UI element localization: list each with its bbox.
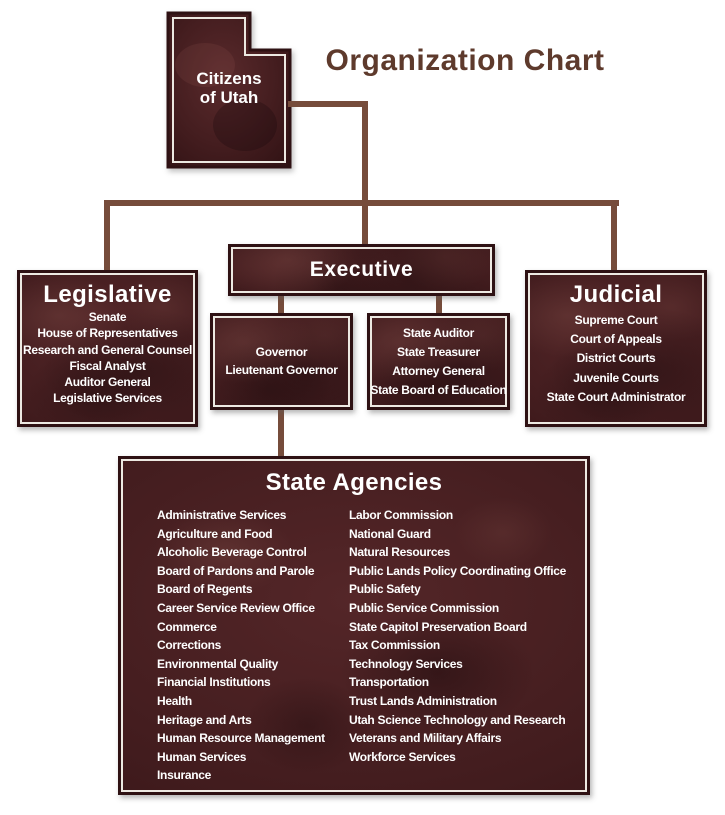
list-item: Human Resource Management bbox=[157, 731, 325, 746]
list-item: Health bbox=[157, 693, 192, 708]
citizens-of-utah-label: Citizens of Utah bbox=[196, 69, 262, 107]
list-item: District Courts bbox=[576, 351, 656, 366]
list-item: Senate bbox=[88, 310, 127, 324]
executive-branch-box: Executive bbox=[228, 244, 495, 296]
list-item: Research and General Counsel bbox=[23, 342, 192, 357]
list-item: Governor bbox=[255, 345, 308, 359]
list-item: Alcoholic Beverage Control bbox=[157, 545, 307, 560]
list-item: Financial Institutions bbox=[157, 675, 271, 690]
list-item: State Treasurer bbox=[397, 344, 480, 359]
list-item: Natural Resources bbox=[349, 545, 450, 560]
list-item: Commerce bbox=[157, 619, 217, 634]
list-item: State Auditor bbox=[403, 325, 474, 340]
utah-state-shape bbox=[166, 11, 292, 169]
list-item: House of Representatives bbox=[37, 326, 178, 341]
connector-center-vertical bbox=[362, 101, 368, 246]
list-item: Attorney General bbox=[392, 363, 485, 378]
list-item: Veterans and Military Affairs bbox=[349, 731, 502, 746]
list-item: Court of Appeals bbox=[570, 332, 662, 347]
list-item: Labor Commission bbox=[349, 508, 453, 522]
list-item: Corrections bbox=[157, 638, 222, 653]
connector-legislative-drop bbox=[104, 200, 110, 271]
connector-utah-stub bbox=[288, 101, 367, 107]
list-item: Juvenile Courts bbox=[573, 370, 659, 385]
list-item: Administrative Services bbox=[157, 508, 287, 522]
page-title: Organization Chart bbox=[325, 44, 605, 77]
list-item: Lieutenant Governor bbox=[225, 362, 338, 377]
list-item: Board of Regents bbox=[157, 582, 253, 597]
list-item: Auditor General bbox=[64, 375, 151, 390]
executive-title: Executive bbox=[309, 258, 414, 281]
list-item: State Capitol Preservation Board bbox=[349, 619, 527, 634]
list-item: Public Safety bbox=[349, 582, 421, 597]
list-item: Agriculture and Food bbox=[157, 526, 273, 541]
list-item: Workforce Services bbox=[349, 749, 456, 764]
list-item: Human Services bbox=[157, 749, 247, 764]
list-item: Heritage and Arts bbox=[157, 712, 252, 727]
list-item: Public Service Commission bbox=[349, 600, 499, 615]
list-item: Environmental Quality bbox=[157, 656, 279, 671]
list-item: Supreme Court bbox=[574, 313, 658, 327]
list-item: Legislative Services bbox=[53, 391, 162, 406]
connector-executive-officials bbox=[436, 294, 442, 314]
list-item: Trust Lands Administration bbox=[349, 693, 497, 708]
connector-judicial-drop bbox=[611, 200, 617, 271]
list-item: Board of Pardons and Parole bbox=[157, 563, 315, 578]
list-item: State Board of Education bbox=[370, 382, 507, 397]
connector-governor-agencies bbox=[278, 407, 284, 457]
list-item: National Guard bbox=[349, 526, 431, 541]
state-agencies-title: State Agencies bbox=[265, 469, 443, 496]
list-item: Public Lands Policy Coordinating Office bbox=[349, 563, 566, 578]
judicial-title: Judicial bbox=[569, 281, 663, 308]
legislative-title: Legislative bbox=[43, 281, 172, 308]
list-item: Tax Commission bbox=[349, 638, 440, 653]
list-item: Fiscal Analyst bbox=[69, 358, 146, 373]
list-item: State Court Administrator bbox=[546, 389, 686, 404]
connector-distribution-horizontal bbox=[104, 200, 619, 206]
list-item: Insurance bbox=[157, 768, 211, 783]
citizens-of-utah-node: Citizens of Utah bbox=[168, 13, 290, 163]
list-item: Technology Services bbox=[349, 656, 463, 671]
connector-executive-governor bbox=[278, 294, 284, 314]
list-item: Transportation bbox=[349, 675, 429, 690]
list-item: Utah Science Technology and Research bbox=[349, 712, 566, 727]
list-item: Career Service Review Office bbox=[157, 600, 315, 615]
